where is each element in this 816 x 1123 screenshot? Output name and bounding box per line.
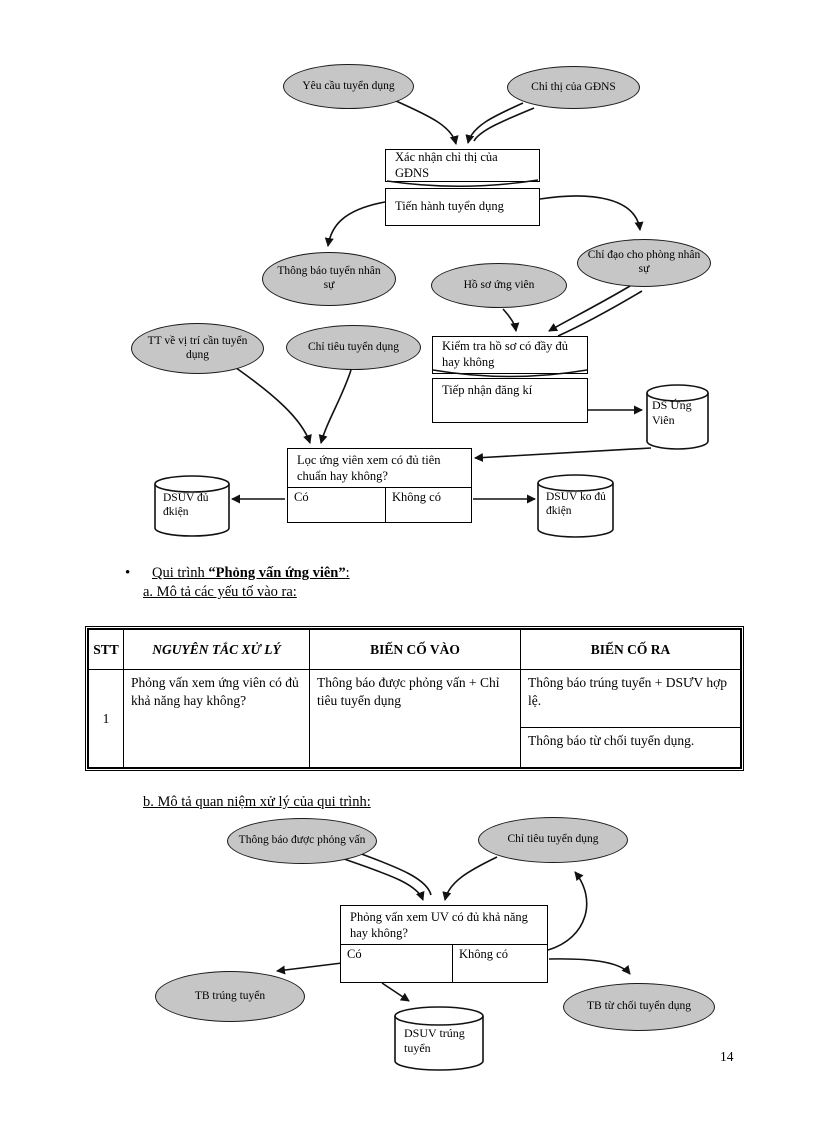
ellipse-thong-bao-duoc-phong-van: Thông báo được phỏng vấn [227,818,377,864]
box-label: Tiếp nhận đăng kí [442,383,533,397]
decision-loc-ung-vien: Lọc ứng viên xem có đủ tiên chuẩn hay kh… [287,448,472,523]
ellipse-chi-dao-phong-nhan-su: Chỉ đạo cho phòng nhân sự [577,239,711,287]
table-header-row: STT NGUYÊN TẮC XỬ LÝ BIẾN CỐ VÀO BIẾN CỐ… [88,629,741,670]
col-header-bien-co-ra: BIẾN CỐ RA [520,629,741,670]
ellipse-yeu-cau-tuyen-dung: Yêu cầu tuyển dụng [283,64,414,109]
title-suffix: : [345,565,350,581]
ellipse-tt-vi-tri-can-tuyen: TT về vị trí cần tuyển dụng [131,323,264,374]
bullet-marker: • [125,565,131,581]
ellipse-label: Thông báo tuyển nhân sự [277,265,381,291]
branch-no: Không có [459,947,508,961]
process-title-text: Qui trình “Phỏng vấn ứng viên”: [152,565,350,581]
branch-no: Không có [392,490,441,504]
title-process-name: “Phỏng vấn ứng viên” [208,565,346,581]
cylinder-label-dsuv-ko-du-dkien: DSUV ko đủ đkiện [546,491,606,518]
ellipse-label: Chỉ thị của GĐNS [531,80,616,93]
ellipse-tb-trung-tuyen: TB trúng tuyển [155,971,305,1022]
page-number: 14 [720,1049,734,1064]
ellipse-label: Yêu cầu tuyển dụng [302,79,395,92]
ellipse-label: Chỉ tiêu tuyển dụng [507,833,599,846]
diagram1-arrows [228,100,652,504]
ellipse-chi-tieu-tuyen-dung-2: Chỉ tiêu tuyển dụng [478,817,628,863]
ellipse-label: TB trúng tuyển [194,989,266,1002]
io-table: STT NGUYÊN TẮC XỬ LÝ BIẾN CỐ VÀO BIẾN CỐ… [88,629,741,768]
decision-phong-van-uv: Phỏng vấn xem UV có đủ khả năng hay khôn… [340,905,548,983]
section-a-heading: a. Mô tả các yếu tố vào ra: [143,584,297,600]
ellipse-label: Thông báo được phỏng vấn [238,834,366,847]
box-tiep-nhan-dang-ki: Tiếp nhận đăng kí [432,378,588,423]
ellipse-label: Chỉ tiêu tuyển dụng [307,340,400,353]
ellipse-label: Hồ sơ ứng viên [463,278,535,291]
decision-branches: Có Không có [288,487,471,522]
section-b-heading: b. Mô tả quan niệm xử lý của qui trình: [143,794,371,810]
cylinder-label-dsuv-trung-tuyen: DSUV trúng tuyển [404,1026,465,1055]
cell-bien-co-ra-2: Thông báo từ chối tuyển dụng. [520,727,741,768]
ellipse-chi-thi-gdns: Chỉ thị của GĐNS [507,66,640,109]
table-row: 1 Phỏng vấn xem ứng viên có đủ khả năng … [88,669,741,768]
ellipse-label: TT về vị trí cần tuyển dụng [147,334,248,361]
box-tien-hanh-tuyen-dung: Tiến hành tuyển dụng [385,188,540,226]
cylinder-label-ds-ung-vien: DS Ứng Viên [652,398,692,427]
box-xac-nhan-chi-thi: Xác nhận chỉ thị của GĐNS [385,149,540,182]
box-label: Kiểm tra hồ sơ có đầy đủ hay không [442,339,569,369]
box-label: Tiến hành tuyển dụng [395,199,504,214]
cell-bien-co-ra-1: Thông báo trúng tuyển + DSƯV hợp lệ. [520,669,741,728]
ellipse-chi-tieu-tuyen-dung-1: Chỉ tiêu tuyển dụng [286,325,421,370]
ellipse-label: TB từ chối tuyển dụng [587,1000,691,1013]
diagram2-arrows [276,851,631,1002]
ellipse-thong-bao-tuyen-nhan-su: Thông báo tuyển nhân sự [262,252,396,306]
ellipse-label: Chỉ đạo cho phòng nhân sự [587,249,701,275]
cell-nguyen-tac: Phỏng vấn xem ứng viên có đủ khả năng ha… [123,669,310,768]
box-kiem-tra-ho-so: Kiểm tra hồ sơ có đầy đủ hay không [432,336,588,374]
col-header-bien-co-vao: BIẾN CỐ VÀO [309,629,521,670]
ellipse-tb-tu-choi-tuyen-dung: TB từ chối tuyển dụng [563,983,715,1031]
cell-bien-co-vao: Thông báo được phỏng vấn + Chỉ tiêu tuyể… [309,669,521,768]
title-prefix: Qui trình [152,565,209,581]
table-row: Thông báo từ chối tuyển dụng. [89,727,741,768]
col-header-stt: STT [88,629,124,670]
col-header-nguyen-tac: NGUYÊN TẮC XỬ LÝ [123,629,310,670]
decision-branches: Có Không có [341,944,547,982]
branch-yes: Có [288,488,386,522]
cell-stt: 1 [88,669,124,768]
ellipse-ho-so-ung-vien: Hồ sơ ứng viên [431,263,567,308]
decision-question: Phỏng vấn xem UV có đủ khả năng hay khôn… [350,910,528,941]
process-title: Qui trình “Phỏng vấn ứng viên”: [152,565,350,582]
box-label: Xác nhận chỉ thị của GĐNS [395,149,498,180]
io-table-wrapper: STT NGUYÊN TẮC XỬ LÝ BIẾN CỐ VÀO BIẾN CỐ… [85,626,744,771]
branch-yes: Có [341,945,453,982]
cylinder-label-dsuv-du-dkien: DSUV đủ đkiện [163,492,209,519]
cylinder-shapes [154,384,709,1071]
decision-question: Lọc ứng viên xem có đủ tiên chuẩn hay kh… [297,453,441,484]
